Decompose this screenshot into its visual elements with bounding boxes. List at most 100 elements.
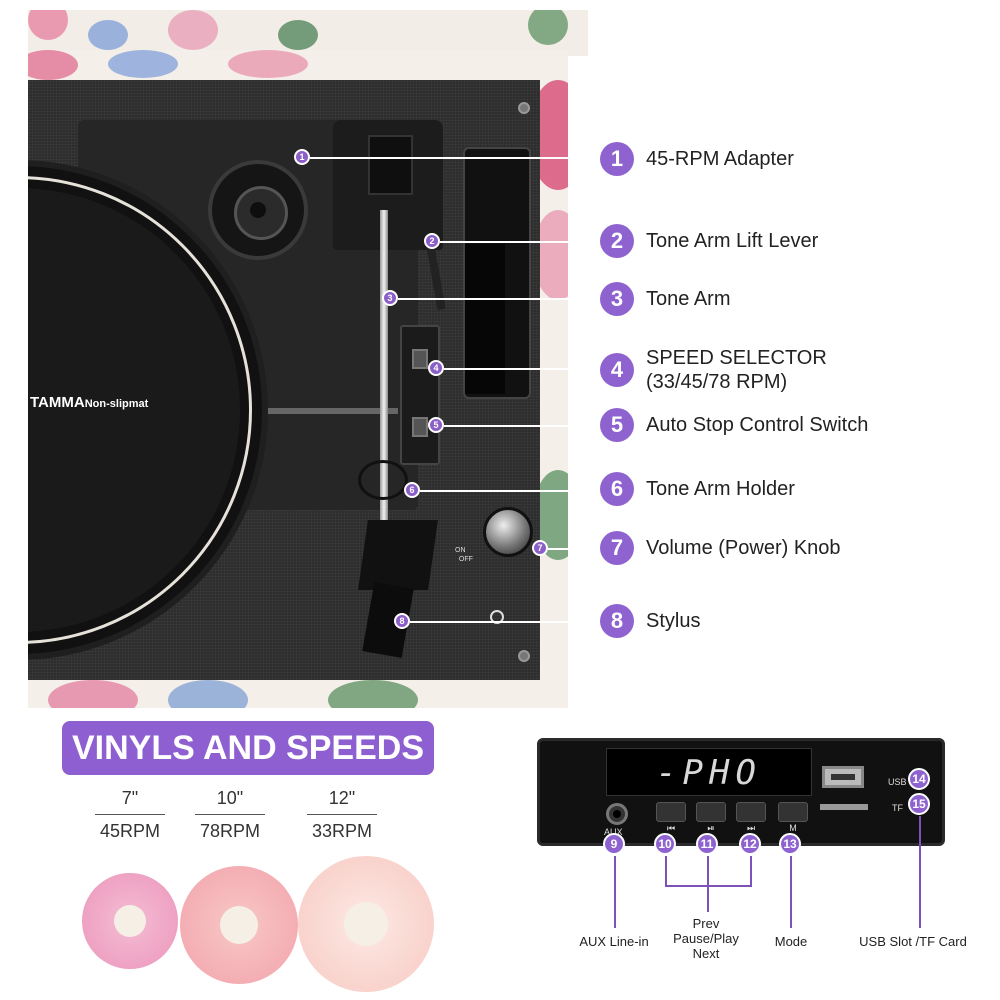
vinyl-size-7: 7" 45RPM bbox=[80, 788, 180, 842]
aux-jack[interactable] bbox=[606, 803, 628, 825]
off-label: OFF bbox=[458, 556, 473, 563]
prev-button[interactable] bbox=[656, 802, 686, 822]
leader-line bbox=[614, 856, 616, 928]
headshell[interactable] bbox=[358, 520, 438, 590]
vinyl-speed: 45RPM bbox=[99, 821, 161, 841]
callout-number: 8 bbox=[600, 604, 634, 638]
mini-control-panel bbox=[463, 147, 531, 399]
flower-decoration bbox=[108, 50, 178, 78]
speed-selector-switch[interactable] bbox=[412, 349, 428, 369]
tf-label: TF bbox=[892, 803, 903, 813]
flower-decoration bbox=[28, 50, 78, 80]
on-label: ON bbox=[455, 547, 466, 554]
divider bbox=[195, 814, 265, 815]
turntable-deck: TAMMANon-slipmat ON OFF bbox=[28, 80, 540, 680]
mat-brand: TAMMA bbox=[30, 394, 85, 411]
flower-decoration bbox=[278, 20, 318, 50]
callout-label: 45-RPM Adapter bbox=[646, 148, 794, 170]
caption-mode: Mode bbox=[774, 934, 808, 949]
caption-next: Next bbox=[692, 946, 720, 961]
callout-label: Tone Arm Lift Lever bbox=[646, 230, 819, 252]
leader-line bbox=[707, 856, 709, 912]
caption-usb-tf: USB Slot /TF Card bbox=[859, 934, 967, 949]
flower-decoration bbox=[228, 50, 308, 78]
auto-stop-switch[interactable] bbox=[412, 417, 428, 437]
aux-label: AUX bbox=[604, 827, 623, 837]
counterweight[interactable] bbox=[368, 135, 413, 195]
tonearm-holder[interactable] bbox=[358, 460, 408, 500]
caption-prev: Prev bbox=[692, 916, 720, 931]
usb-port[interactable] bbox=[822, 766, 864, 788]
callout-label: Volume (Power) Knob bbox=[646, 537, 841, 559]
callout-label: Tone Arm Holder bbox=[646, 478, 795, 500]
callout-label: Tone Arm bbox=[646, 288, 731, 310]
vinyl-disc-7 bbox=[82, 873, 178, 969]
lid-floral-strip bbox=[28, 10, 588, 56]
leader-line bbox=[665, 856, 667, 886]
disc-label bbox=[114, 905, 146, 937]
vinyl-size: 10" bbox=[216, 788, 244, 808]
leader-line bbox=[548, 548, 602, 550]
marker-1: 1 bbox=[294, 149, 310, 165]
volume-power-knob[interactable] bbox=[483, 507, 533, 557]
screw-icon bbox=[518, 650, 530, 662]
badge-10: 10 bbox=[654, 833, 676, 855]
callout-number: 5 bbox=[600, 408, 634, 442]
caption-pause-play: Pause/Play bbox=[673, 931, 739, 946]
vinyls-speeds-banner: VINYLS AND SPEEDS bbox=[62, 721, 434, 775]
led-display: -PHO bbox=[606, 748, 812, 796]
next-button[interactable] bbox=[736, 802, 766, 822]
switch-block bbox=[400, 325, 440, 465]
divider bbox=[95, 814, 165, 815]
vinyl-disc-10 bbox=[180, 866, 298, 984]
callout-number: 3 bbox=[600, 282, 634, 316]
flower-decoration bbox=[88, 20, 128, 50]
badge-15: 15 bbox=[908, 793, 930, 815]
mode-label: M bbox=[789, 823, 797, 833]
vinyl-disc-12 bbox=[298, 856, 434, 992]
callout-number: 1 bbox=[600, 142, 634, 176]
flower-decoration bbox=[168, 10, 218, 50]
callout-number: 2 bbox=[600, 224, 634, 258]
tonearm-lift-lever[interactable] bbox=[426, 244, 446, 311]
play-pause-icon: ⏯ bbox=[707, 823, 715, 833]
marker-3: 3 bbox=[382, 290, 398, 306]
disc-label bbox=[344, 902, 388, 946]
leader-line bbox=[750, 856, 752, 886]
marker-4: 4 bbox=[428, 360, 444, 376]
flower-decoration bbox=[168, 680, 248, 708]
marker-5: 5 bbox=[428, 417, 444, 433]
callout-label: Stylus bbox=[646, 610, 701, 632]
vinyl-speed: 78RPM bbox=[199, 821, 261, 841]
callout-tone-arm: 3 Tone Arm bbox=[600, 282, 730, 316]
badge-11: 11 bbox=[696, 833, 718, 855]
disc-label bbox=[220, 906, 258, 944]
badge-12: 12 bbox=[739, 833, 761, 855]
callout-45-rpm-adapter: 1 45-RPM Adapter bbox=[600, 142, 794, 176]
leader-line bbox=[410, 621, 602, 623]
vinyl-size-12: 12" 33RPM bbox=[292, 788, 392, 842]
play-pause-button[interactable] bbox=[696, 802, 726, 822]
plate-divider bbox=[248, 408, 398, 414]
leader-line bbox=[790, 856, 792, 928]
45-rpm-adapter[interactable] bbox=[208, 160, 308, 260]
callout-auto-stop-switch: 5 Auto Stop Control Switch bbox=[600, 408, 868, 442]
caption-aux: AUX Line-in bbox=[579, 934, 649, 949]
marker-8: 8 bbox=[394, 613, 410, 629]
caption-transport: Prev Pause/Play Next bbox=[656, 916, 756, 961]
prev-icon: ⏮ bbox=[666, 823, 676, 833]
tf-card-slot[interactable] bbox=[820, 804, 868, 810]
flower-decoration bbox=[28, 10, 68, 40]
leader-line bbox=[919, 816, 921, 928]
flower-decoration bbox=[48, 680, 138, 708]
callout-stylus: 8 Stylus bbox=[600, 604, 700, 638]
callout-number: 4 bbox=[600, 353, 634, 387]
tonearm-rod[interactable] bbox=[380, 210, 388, 520]
display-readout: -PHO bbox=[656, 753, 762, 793]
marker-7: 7 bbox=[532, 540, 548, 556]
marker-2: 2 bbox=[424, 233, 440, 249]
callout-volume-knob: 7 Volume (Power) Knob bbox=[600, 531, 841, 565]
callout-label: Auto Stop Control Switch bbox=[646, 414, 869, 436]
slipmat-label: TAMMANon-slipmat bbox=[30, 394, 148, 411]
mode-button[interactable] bbox=[778, 802, 808, 822]
